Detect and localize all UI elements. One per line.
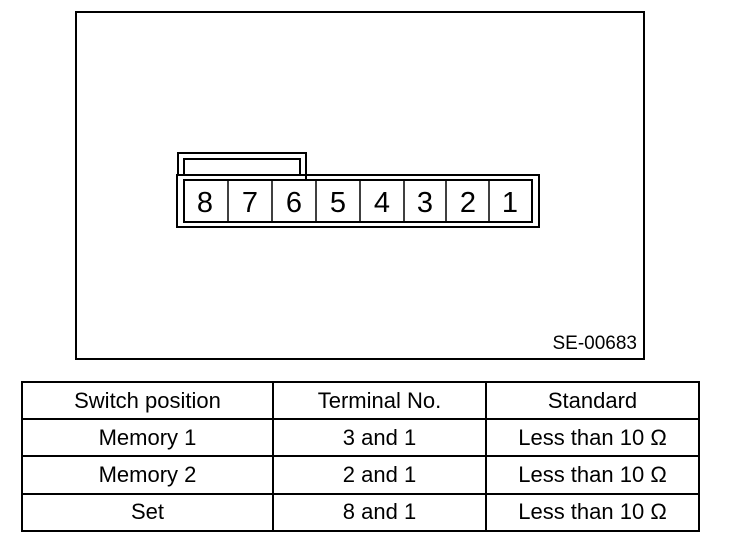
connector-key-outer <box>177 152 307 176</box>
table-cell: Memory 2 <box>21 455 274 495</box>
terminal-label: 8 <box>197 187 213 219</box>
table-cell: Less than 10 Ω <box>485 455 700 495</box>
table-row: Memory 1 3 and 1 Less than 10 Ω <box>21 417 700 458</box>
column-header: Standard <box>485 381 700 420</box>
table-cell: Set <box>21 492 274 533</box>
table-cell: 3 and 1 <box>272 417 487 458</box>
terminal-label: 5 <box>330 187 346 219</box>
table-header-row: Switch position Terminal No. Standard <box>21 381 700 420</box>
connector-key-inner <box>183 158 301 176</box>
table-row: Memory 2 2 and 1 Less than 10 Ω <box>21 455 700 495</box>
terminal-label: 7 <box>242 187 258 219</box>
terminal-label: 1 <box>502 187 518 219</box>
column-header: Terminal No. <box>272 381 487 420</box>
connector-figure: 8 7 6 5 4 3 2 1 SE-00683 <box>75 11 645 360</box>
table-cell: Memory 1 <box>21 417 274 458</box>
table-row: Set 8 and 1 Less than 10 Ω <box>21 492 700 533</box>
table-cell: Less than 10 Ω <box>485 417 700 458</box>
table-cell: 8 and 1 <box>272 492 487 533</box>
spec-table: Switch position Terminal No. Standard Me… <box>21 381 700 533</box>
connector-drawing: 8 7 6 5 4 3 2 1 <box>176 152 540 228</box>
table-cell: Less than 10 Ω <box>485 492 700 533</box>
column-header: Switch position <box>21 381 274 420</box>
connector-body-inner <box>183 179 533 223</box>
table-cell: 2 and 1 <box>272 455 487 495</box>
figure-id: SE-00683 <box>552 333 637 354</box>
terminal-label: 4 <box>374 187 390 219</box>
terminal-label: 2 <box>460 187 476 219</box>
terminal-label: 3 <box>417 187 433 219</box>
terminal-label: 6 <box>286 187 302 219</box>
terminal-dividers <box>227 180 490 222</box>
